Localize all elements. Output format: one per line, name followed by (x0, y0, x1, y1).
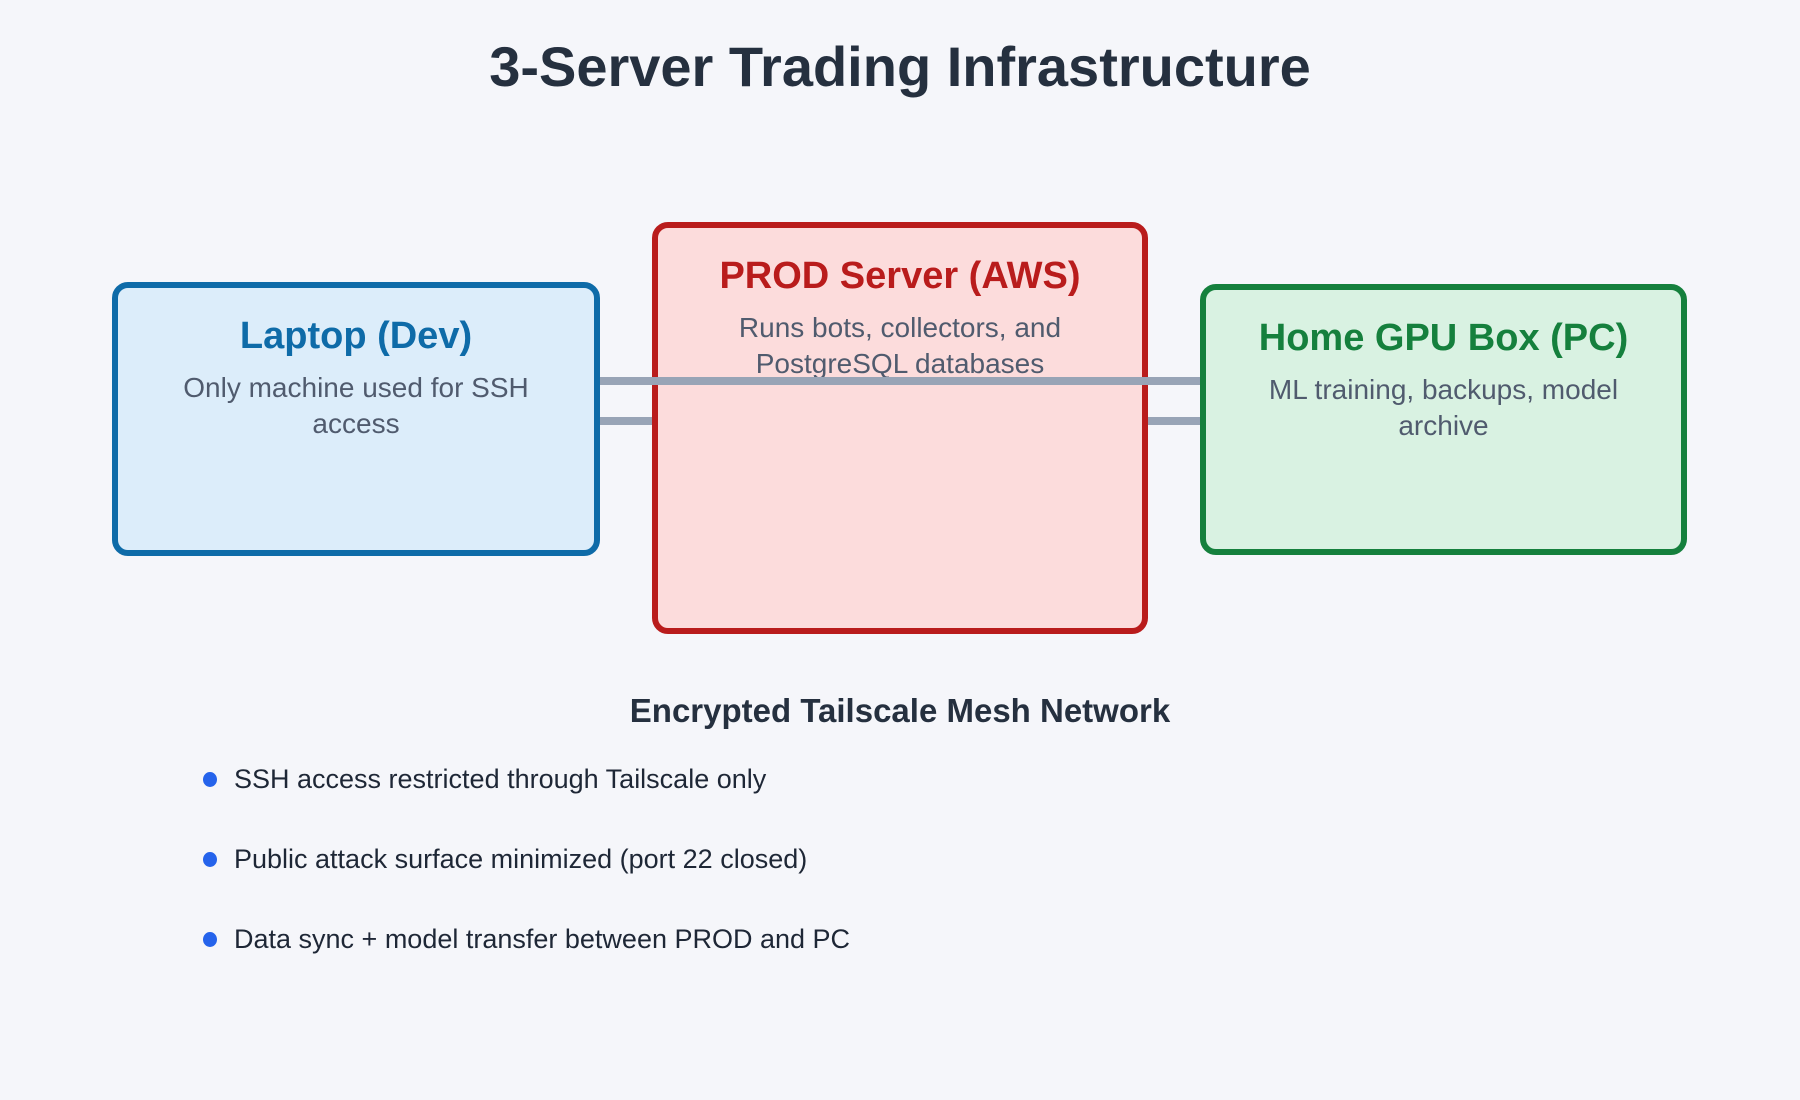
bullet-text: Public attack surface minimized (port 22… (234, 843, 808, 874)
node-home-gpu-box-pc-title: Home GPU Box (PC) (1258, 317, 1629, 359)
bullet-text: Data sync + model transfer between PROD … (234, 923, 851, 954)
bullet-dot-icon (203, 771, 217, 787)
node-laptop-dev-subtitle: Only machine used for SSH access (183, 372, 529, 439)
node-home-gpu-box-pc-subtitle: ML training, backups, model archive (1268, 374, 1619, 441)
connector-laptop-to-prod (600, 417, 652, 425)
bullet-item: SSH access restricted through Tailscale … (203, 739, 1303, 819)
mesh-network-label: Encrypted Tailscale Mesh Network (629, 692, 1171, 729)
node-prod-server-aws: PROD Server (AWS) Runs bots, collectors,… (652, 222, 1148, 634)
bullet-list: SSH access restricted through Tailscale … (203, 739, 1303, 979)
bullet-dot-icon (203, 931, 217, 947)
bullet-dot-icon (203, 851, 217, 867)
node-laptop-dev: Laptop (Dev) Only machine used for SSH a… (112, 282, 600, 556)
bullet-item: Data sync + model transfer between PROD … (203, 899, 1303, 979)
node-prod-server-aws-subtitle: Runs bots, collectors, and PostgreSQL da… (738, 312, 1062, 379)
page-title: 3-Server Trading Infrastructure (489, 35, 1311, 98)
node-home-gpu-box-pc: Home GPU Box (PC) ML training, backups, … (1200, 284, 1687, 555)
bullet-text: SSH access restricted through Tailscale … (234, 763, 767, 794)
connector-laptop-to-gpu (600, 377, 1200, 385)
connector-prod-to-gpu (1148, 417, 1200, 425)
bullet-item: Public attack surface minimized (port 22… (203, 819, 1303, 899)
node-prod-server-aws-title: PROD Server (AWS) (719, 255, 1081, 297)
node-laptop-dev-title: Laptop (Dev) (239, 315, 473, 357)
